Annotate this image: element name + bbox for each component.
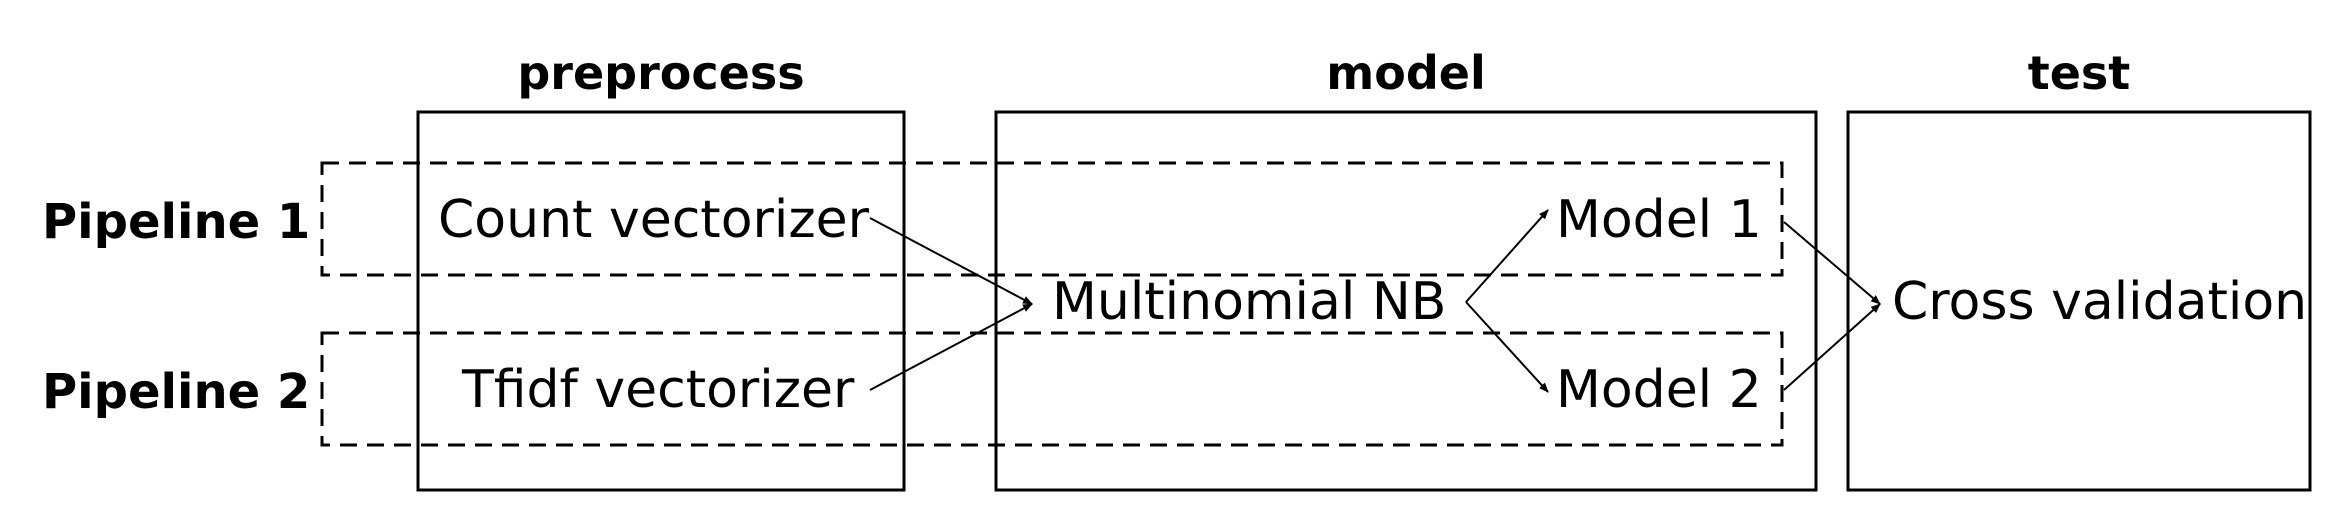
model-1-node: Model 1 (1556, 190, 1762, 250)
pipeline-1-label: Pipeline 1 (42, 194, 311, 250)
arrow-nb-to-model1 (1465, 209, 1549, 303)
cross-validation-node: Cross validation (1892, 272, 2308, 332)
pipeline-2-label: Pipeline 2 (42, 364, 311, 420)
test-box (1846, 110, 2312, 492)
tfidf-vectorizer-node: Tfidf vectorizer (462, 360, 855, 420)
arrow-nb-to-model2 (1465, 301, 1549, 393)
count-vectorizer-node: Count vectorizer (438, 190, 870, 250)
pipeline-2-box (320, 331, 1784, 447)
model-2-node: Model 2 (1556, 360, 1762, 420)
multinomial-nb-node: Multinomial NB (1052, 272, 1447, 332)
arrow-count-to-nb (869, 217, 1033, 305)
arrow-model2-to-cv (1783, 303, 1881, 391)
model-box (994, 110, 1818, 492)
stage-header-model: model (1326, 46, 1486, 100)
pipeline-1-box (320, 161, 1784, 277)
stage-header-preprocess: preprocess (517, 46, 805, 100)
arrow-tfidf-to-nb (869, 303, 1033, 391)
stage-header-test: test (2027, 46, 2131, 100)
preprocess-box (416, 110, 906, 492)
arrow-model1-to-cv (1783, 221, 1881, 305)
